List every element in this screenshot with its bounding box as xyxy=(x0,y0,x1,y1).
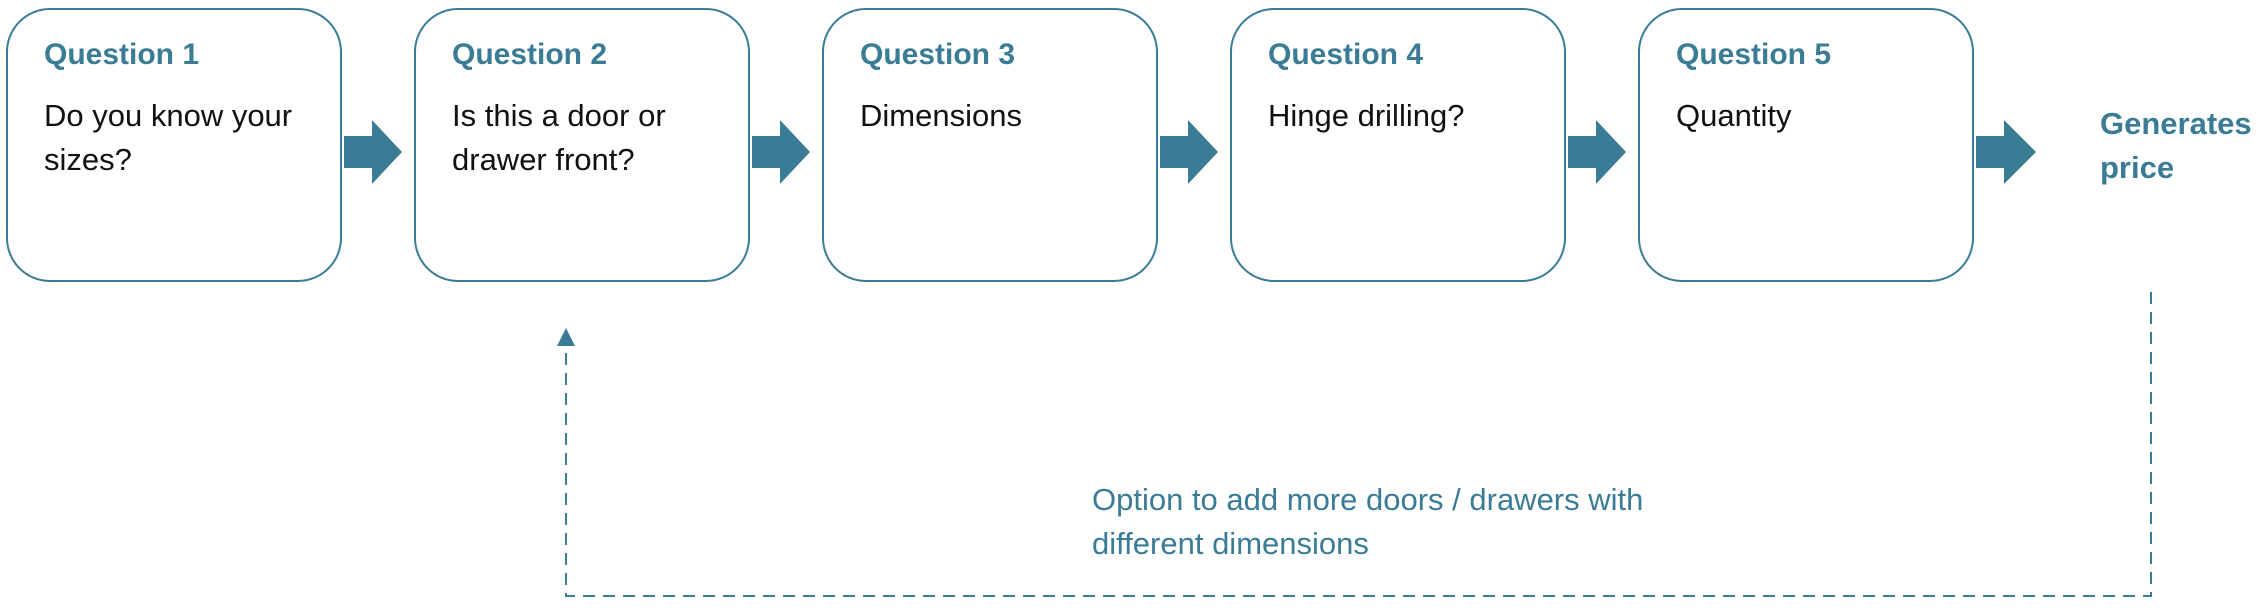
step-box-question-5: Question 5 Quantity xyxy=(1638,8,1974,282)
step-text: Do you know your sizes? xyxy=(44,98,293,177)
loop-back-arrowhead xyxy=(557,328,575,346)
step-box-question-2: Question 2 Is this a door or drawer fron… xyxy=(414,8,750,282)
flow-arrow-3-4 xyxy=(1160,120,1218,184)
flow-arrow-1-2 xyxy=(344,120,402,184)
flow-arrow-5-result xyxy=(1976,120,2036,184)
step-title: Question 4 xyxy=(1268,38,1424,71)
step-title: Question 5 xyxy=(1676,38,1832,71)
step-text: Is this a door or drawer front? xyxy=(452,98,666,177)
step-box-question-4: Question 4 Hinge drilling? xyxy=(1230,8,1566,282)
step-text: Quantity xyxy=(1676,98,1792,133)
loop-note: Option to add more doors / drawers with … xyxy=(1092,482,1644,561)
flow-arrow-2-3 xyxy=(752,120,810,184)
step-title: Question 1 xyxy=(44,38,200,71)
flow-arrow-4-5 xyxy=(1568,120,1626,184)
step-title: Question 3 xyxy=(860,38,1016,71)
result-label: Generates price xyxy=(2100,106,2252,185)
step-box-question-1: Question 1 Do you know your sizes? xyxy=(6,8,342,282)
step-box-question-3: Question 3 Dimensions xyxy=(822,8,1158,282)
step-text: Dimensions xyxy=(860,98,1022,133)
loop-back-connector xyxy=(565,292,2152,597)
step-title: Question 2 xyxy=(452,38,608,71)
step-text: Hinge drilling? xyxy=(1268,98,1465,133)
